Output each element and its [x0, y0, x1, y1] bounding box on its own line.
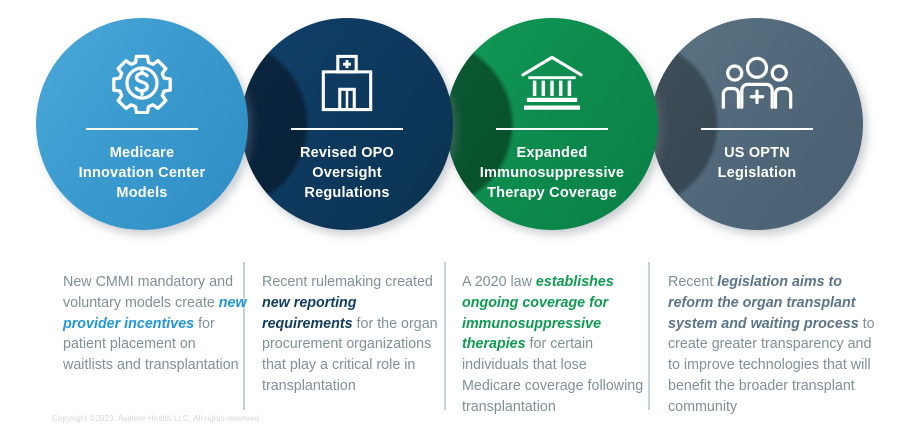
pillar-divider-rule	[86, 128, 198, 130]
pillar-description-row: New CMMI mandatory and voluntary models …	[0, 258, 916, 414]
pillar-divider-rule	[701, 128, 813, 130]
pillar-title: Revised OPO Oversight Regulations	[299, 145, 395, 201]
gear-dollar-icon	[111, 52, 173, 114]
pillar-divider-rule	[496, 128, 608, 130]
pillar-description: Recent legislation aims to reform the or…	[668, 274, 875, 415]
pillar-description: Recent rulemaking created new reporting …	[262, 274, 438, 394]
pillar-circle-us-optn-legislation[interactable]: US OPTN Legislation	[651, 18, 863, 230]
pillar-circle-revised-opo-oversight-regulations[interactable]: Revised OPO Oversight Regulations	[241, 18, 453, 230]
column-divider	[648, 262, 650, 410]
pillar-circle-medicare-innovation-center-models[interactable]: Medicare Innovation Center Models	[36, 18, 248, 230]
government-building-icon	[519, 52, 585, 114]
pillar-title: US OPTN Legislation	[717, 145, 797, 181]
people-medical-icon	[720, 52, 794, 114]
pillar-title: Medicare Innovation Center Models	[78, 145, 206, 201]
column-divider	[243, 262, 245, 410]
pillar-title: Expanded Immunosuppressive Therapy Cover…	[479, 145, 625, 201]
hospital-icon	[318, 52, 376, 114]
column-divider	[444, 262, 446, 410]
pillar-description: A 2020 law establishes ongoing coverage …	[462, 274, 644, 415]
pillar-circle-row: Medicare Innovation Center Models Revise…	[36, 18, 863, 230]
pillar-circle-expanded-immunosuppressive-therapy-coverage[interactable]: Expanded Immunosuppressive Therapy Cover…	[446, 18, 658, 230]
pillar-description: New CMMI mandatory and voluntary models …	[63, 274, 247, 374]
copyright-notice: Copyright ©2023. Avalere Health LLC. All…	[52, 414, 262, 423]
pillar-divider-rule	[291, 128, 403, 130]
